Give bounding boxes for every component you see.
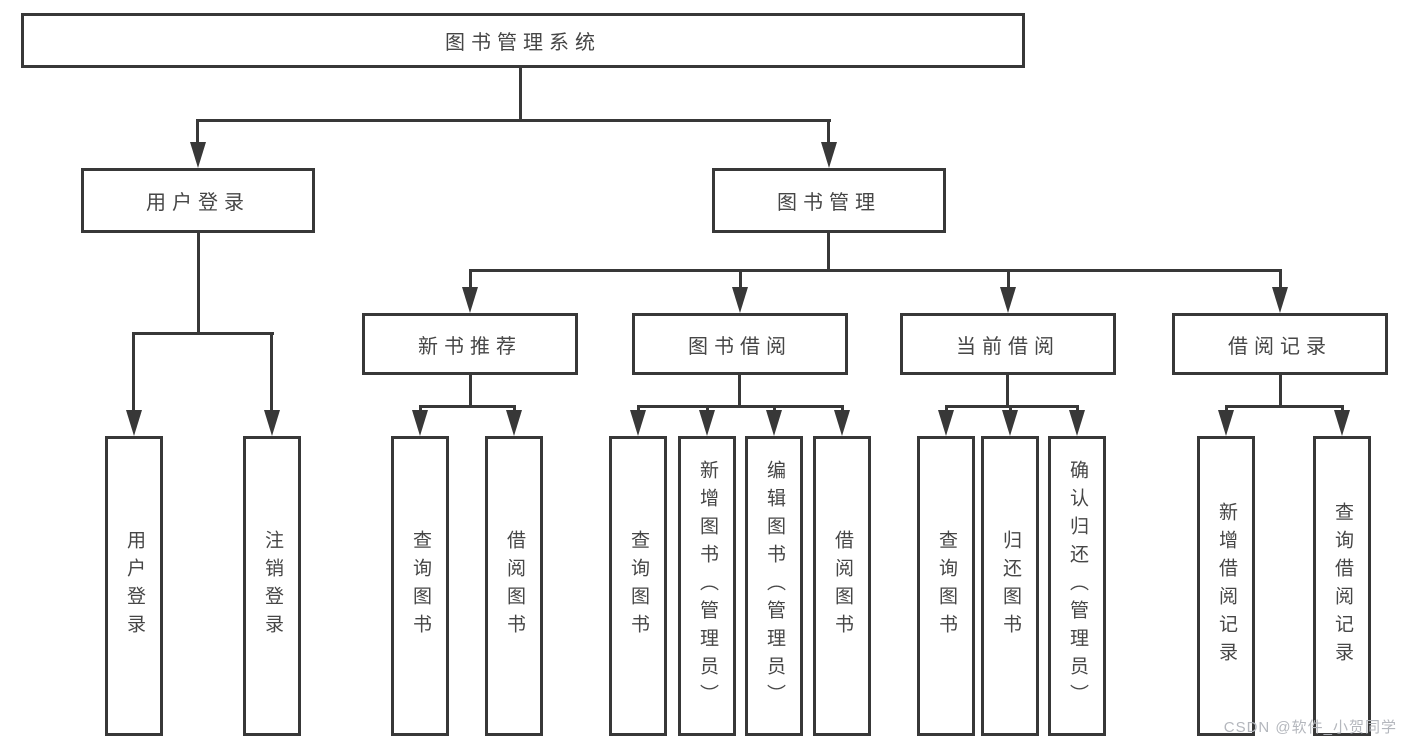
arrow-down-icon [264, 410, 280, 436]
connector-drop [419, 405, 422, 413]
connector-current-borrowing-crossbar [945, 405, 1079, 408]
arrow-down-icon [821, 142, 837, 168]
leaf-add-borrow-record: 新增借阅记录 [1197, 436, 1255, 736]
leaf-borrow-books-recommend: 借阅图书 [485, 436, 543, 736]
node-book-management: 图书管理 [712, 168, 946, 233]
connector-drop-borrowing-records [1279, 269, 1282, 291]
connector-new-book-stem [469, 374, 472, 408]
leaf-user-login: 用户登录 [105, 436, 163, 736]
csdn-watermark: CSDN @软件_小贺同学 [1223, 719, 1397, 736]
node-user-login: 用户登录 [81, 168, 315, 233]
connector-drop [1225, 405, 1228, 413]
connector-root-stem [519, 67, 522, 120]
connector-records-stem [1279, 374, 1282, 408]
arrow-down-icon [1272, 287, 1288, 313]
node-label: 新书推荐 [418, 335, 522, 358]
connector-records-crossbar [1225, 405, 1344, 408]
arrow-down-icon [1334, 410, 1350, 436]
node-label: 图书管理 [777, 192, 881, 214]
connector-drop-leaf-user-login [132, 332, 135, 412]
connector-drop-current-borrowing [1007, 269, 1010, 291]
connector-current-borrowing-stem [1006, 374, 1009, 408]
connector-drop [513, 405, 516, 413]
leaf-query-books-recommend: 查询图书 [391, 436, 449, 736]
arrow-down-icon [506, 410, 522, 436]
arrow-down-icon [630, 410, 646, 436]
arrow-down-icon [699, 410, 715, 436]
connector-root-crossbar [196, 119, 831, 122]
node-library-management-system: 图书管理系统 [21, 13, 1025, 68]
connector-book-borrowing-crossbar [637, 405, 844, 408]
leaf-logout: 注销登录 [243, 436, 301, 736]
arrow-down-icon [1218, 410, 1234, 436]
leaf-edit-books-admin: 编辑图书（管理员） [745, 436, 803, 736]
arrow-down-icon [834, 410, 850, 436]
node-label: 图书管理系统 [445, 32, 601, 54]
connector-drop [1341, 405, 1344, 413]
connector-drop [1009, 405, 1012, 413]
arrow-down-icon [126, 410, 142, 436]
connector-drop [706, 405, 709, 413]
connector-book-borrowing-stem [738, 374, 741, 408]
arrow-down-icon [412, 410, 428, 436]
node-new-book-recommend: 新书推荐 [362, 313, 578, 375]
connector-drop [773, 405, 776, 413]
arrow-down-icon [1000, 287, 1016, 313]
leaf-query-books-borrowing: 查询图书 [609, 436, 667, 736]
connector-drop [945, 405, 948, 413]
connector-level3-crossbar [469, 269, 1282, 272]
connector-drop-book-management [827, 119, 830, 147]
connector-user-login-stem [197, 232, 200, 335]
leaf-add-books-admin: 新增图书（管理员） [678, 436, 736, 736]
connector-drop [1076, 405, 1079, 413]
node-label: 当前借阅 [956, 335, 1060, 358]
node-label: 用户登录 [146, 192, 250, 214]
arrow-down-icon [462, 287, 478, 313]
connector-drop [637, 405, 640, 413]
leaf-borrow-books: 借阅图书 [813, 436, 871, 736]
arrow-down-icon [938, 410, 954, 436]
node-label: 图书借阅 [688, 335, 792, 358]
connector-new-book-crossbar [419, 405, 516, 408]
connector-user-login-crossbar [132, 332, 274, 335]
node-book-borrowing: 图书借阅 [632, 313, 848, 375]
connector-drop-book-borrowing [739, 269, 742, 291]
arrow-down-icon [766, 410, 782, 436]
node-current-borrowing: 当前借阅 [900, 313, 1116, 375]
connector-drop-user-login [196, 119, 199, 147]
leaf-confirm-return-admin: 确认归还（管理员） [1048, 436, 1106, 736]
connector-book-management-stem [827, 232, 830, 272]
arrow-down-icon [190, 142, 206, 168]
arrow-down-icon [732, 287, 748, 313]
leaf-query-books-current: 查询图书 [917, 436, 975, 736]
arrow-down-icon [1069, 410, 1085, 436]
arrow-down-icon [1002, 410, 1018, 436]
leaf-return-books: 归还图书 [981, 436, 1039, 736]
connector-drop-leaf-logout [270, 332, 273, 412]
connector-drop-new-book [469, 269, 472, 291]
node-label: 借阅记录 [1228, 335, 1332, 358]
leaf-query-borrow-record: 查询借阅记录 [1313, 436, 1371, 736]
node-borrowing-records: 借阅记录 [1172, 313, 1388, 375]
connector-drop [841, 405, 844, 413]
